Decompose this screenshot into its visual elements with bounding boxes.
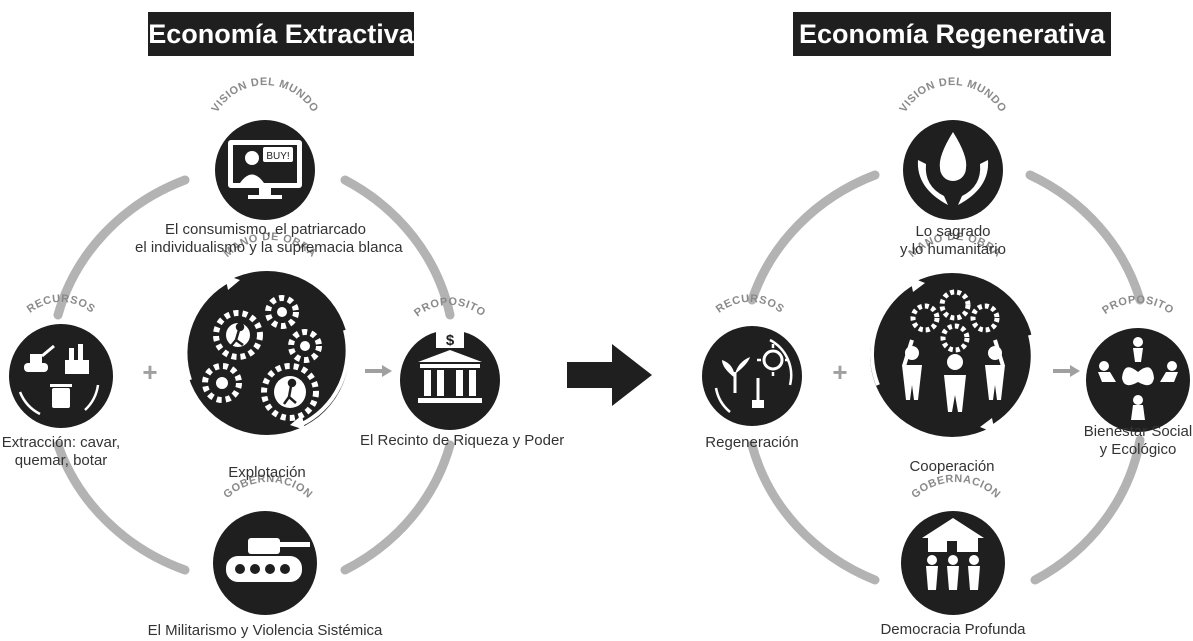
right-gobernacion-caption: Democracia Profunda: [880, 621, 1026, 638]
right-small-arrow: [1053, 365, 1080, 377]
left-ring: [53, 175, 455, 575]
right-proposito-label: PROPOSITO: [1100, 294, 1176, 317]
right-recursos-caption: Regeneración: [705, 434, 799, 451]
dollar-sign: $: [446, 332, 455, 349]
tank-icon: [213, 511, 317, 615]
left-recursos-caption-2: quemar, botar: [14, 452, 108, 469]
left-vision-caption-1: El consumismo, el patriarcado: [165, 221, 366, 238]
buy-text: BUY!: [266, 151, 289, 162]
monitor-person-icon: BUY!: [215, 120, 315, 220]
right-proposito-caption-1: Bienestar Social: [1083, 423, 1193, 440]
left-proposito-caption: El Recinto de Riqueza y Poder: [360, 432, 565, 449]
transition-arrow-icon: [567, 344, 652, 406]
right-gobernacion-label: GOBERNACION: [909, 473, 1002, 501]
right-ring: [747, 170, 1145, 585]
people-butterfly-icon: [1086, 328, 1190, 432]
left-vision-caption-2: el individualismo y la supremacia blanca: [135, 239, 403, 256]
hands-drop-icon: [903, 120, 1003, 220]
house-people-icon: [901, 511, 1005, 615]
sprout-sun-icon: [702, 326, 802, 426]
left-mano-caption: Explotación: [228, 464, 306, 481]
right-plus: +: [832, 357, 847, 387]
left-recursos-caption-1: Extracción: cavar,: [1, 434, 121, 451]
bank-icon: $: [400, 330, 500, 430]
right-vision-caption-1: Lo sagrado: [915, 223, 991, 240]
left-plus: +: [142, 357, 157, 387]
left-gobernacion-caption: El Militarismo y Violencia Sistémica: [147, 622, 383, 639]
gears-workers-icon: [183, 271, 350, 435]
right-vision-label: VISION DEL MUNDO: [897, 76, 1008, 115]
right-vision-caption-2: y lo humanitario: [900, 241, 1006, 258]
gears-cooperation-icon: [869, 273, 1035, 437]
right-proposito-caption-2: y Ecológico: [1099, 441, 1177, 458]
left-title: Economía Extractiva: [148, 12, 414, 56]
right-title: Economía Regenerativa: [793, 12, 1111, 56]
left-small-arrow: [365, 365, 392, 377]
excavator-factory-trash-icon: [9, 324, 113, 428]
left-vision-label: VISION DEL MUNDO: [209, 76, 320, 115]
right-mano-caption: Cooperación: [909, 458, 995, 475]
